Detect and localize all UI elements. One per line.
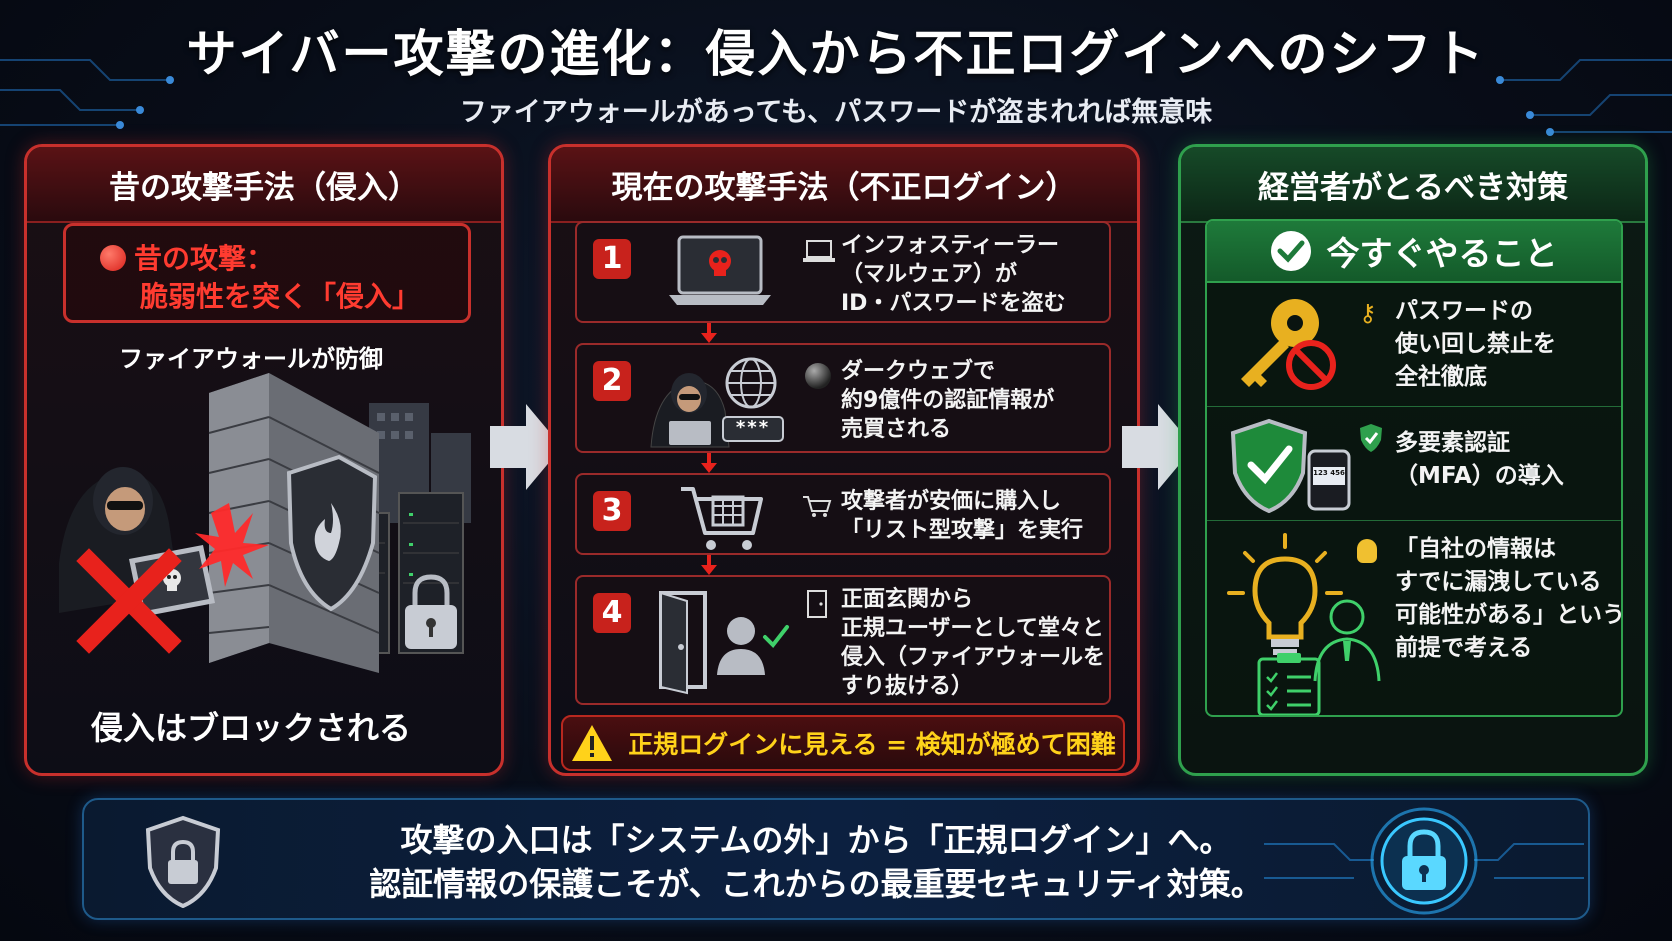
step-1-line-1: インフォスティーラー xyxy=(841,233,1060,258)
laptop-icon xyxy=(803,240,835,262)
countermeasure-panel: 経営者がとるべき対策 今すぐやること ⚷ パスワードの 使い回し禁止を 全社徹底 xyxy=(1178,144,1648,776)
measure-1-line-1: パスワードの xyxy=(1395,298,1533,324)
step-2-line-2: 約9億件の認証情報が xyxy=(841,388,1055,413)
step-4-line-2: 正規ユーザーとして堂々と xyxy=(841,616,1104,641)
impact-burst-icon xyxy=(195,503,269,587)
attack-step-4: 4 正面玄関から 正規ユーザーとして堂々と 侵入（ファイアウォールを すり抜ける… xyxy=(575,575,1111,705)
phone-code: 123 456 xyxy=(1313,469,1345,477)
old-attack-callout-line2: 脆弱性を突く「侵入」 xyxy=(140,280,421,313)
glowing-lock-icon xyxy=(1264,807,1584,915)
measure-assume-breach: 「自社の情報は すでに漏洩している 可能性がある」という 前提で考える xyxy=(1207,521,1623,715)
step-2-line-1: ダークウェブで xyxy=(841,359,996,384)
step-1-line-2: （マルウェア）が xyxy=(841,262,1018,287)
immediate-actions-box: 今すぐやること ⚷ パスワードの 使い回し禁止を 全社徹底 xyxy=(1205,219,1623,717)
small-key-icon: ⚷ xyxy=(1359,299,1377,327)
attack-step-2: 2 *** ダークウェブで 約9億件の認証情報が 売買される xyxy=(575,343,1111,453)
step-4-line-3: 侵入（ファイアウォールを xyxy=(841,645,1106,670)
step-3-line-2: 「リスト型攻撃」を実行 xyxy=(841,518,1084,543)
measure-3-line-2: すでに漏洩している xyxy=(1395,569,1602,595)
conclusion-banner: 攻撃の入口は「システムの外」から「正規ログイン」へ。 認証情報の保護こそが、これ… xyxy=(82,798,1590,920)
step-3-line-1: 攻撃者が安価に購入し xyxy=(841,489,1062,514)
current-attack-panel-title: 現在の攻撃手法（不正ログイン） xyxy=(551,147,1137,223)
down-arrow-icon xyxy=(701,323,717,343)
shopping-cart-icon xyxy=(681,487,763,550)
firewall-label: ファイアウォールが防御 xyxy=(119,345,383,373)
down-arrow-icon xyxy=(701,453,717,473)
countermeasure-panel-title: 経営者がとるべき対策 xyxy=(1181,147,1645,223)
down-arrow-icon xyxy=(701,555,717,575)
warning-icon xyxy=(572,725,613,761)
shield-check-icon xyxy=(1230,418,1351,514)
measure-2-line-1: 多要素認証 xyxy=(1395,430,1510,456)
cart-small-icon xyxy=(803,496,832,517)
firewall-illustration xyxy=(59,373,471,673)
step-number: 4 xyxy=(593,593,631,633)
password-mask: *** xyxy=(735,417,771,438)
measure-mfa: 123 456 多要素認証 （MFA）の導入 xyxy=(1207,407,1621,521)
small-shield-check-icon xyxy=(1360,424,1382,452)
red-dot-icon xyxy=(100,245,126,271)
page-subtitle: ファイアウォールがあっても、パスワードが盗まれれば無意味 xyxy=(459,97,1213,128)
step-4-line-1: 正面玄関から xyxy=(841,587,974,612)
immediate-actions-title: 今すぐやること xyxy=(1326,234,1558,273)
old-attack-panel-title: 昔の攻撃手法（侵入） xyxy=(27,147,501,223)
step-number: 2 xyxy=(593,361,631,401)
attack-step-3: 3 攻撃者が安価に購入し 「リスト型攻撃」を実行 xyxy=(575,473,1111,555)
blocked-x-icon xyxy=(76,548,182,654)
measure-1-line-3: 全社徹底 xyxy=(1395,364,1487,390)
step-2-line-3: 売買される xyxy=(841,417,952,442)
measure-password-reuse: ⚷ パスワードの 使い回し禁止を 全社徹底 xyxy=(1207,283,1621,407)
current-attack-panel: 現在の攻撃手法（不正ログイン） 1 インフォスティーラー （マルウェア）が ID… xyxy=(548,144,1140,776)
measure-3-line-3: 可能性がある」という xyxy=(1395,602,1623,628)
padlock-icon xyxy=(405,574,457,649)
dark-sphere-icon xyxy=(805,363,831,389)
measure-3-line-1: 「自社の情報は xyxy=(1395,536,1556,562)
measure-1-line-2: 使い回し禁止を xyxy=(1395,331,1556,357)
step-1-line-3: ID・パスワードを盗む xyxy=(841,291,1066,316)
step-number: 3 xyxy=(593,491,631,531)
old-attack-callout-line1: 昔の攻撃： xyxy=(134,242,275,275)
firewall-shield-icon xyxy=(286,454,378,612)
blocked-label: 侵入はブロックされる xyxy=(91,709,412,747)
small-lightbulb-icon xyxy=(1357,539,1377,563)
measure-3-line-4: 前提で考える xyxy=(1395,635,1533,661)
right-arrow-icon xyxy=(490,404,562,490)
door-user-icon xyxy=(659,591,789,695)
conclusion-line-2: 認証情報の保護こそが、これからの最重要セキュリティ対策。 xyxy=(369,865,1263,903)
shield-lock-icon xyxy=(145,815,221,908)
laptop-skull-icon xyxy=(669,235,771,305)
check-circle-icon xyxy=(1270,231,1311,271)
step-number: 1 xyxy=(593,239,631,279)
step-4-line-4: すり抜ける） xyxy=(841,674,974,699)
measure-2-line-2: （MFA）の導入 xyxy=(1395,463,1564,489)
conclusion-line-1: 攻撃の入口は「システムの外」から「正規ログイン」へ。 xyxy=(400,821,1232,859)
old-attack-callout: 昔の攻撃： 脆弱性を突く「侵入」 xyxy=(63,223,471,323)
right-arrow-icon xyxy=(1122,404,1194,490)
door-small-icon xyxy=(807,590,827,618)
lightbulb-icon xyxy=(1227,533,1381,715)
detection-warning-bar: 正規ログインに見える = 検知が極めて困難 xyxy=(561,715,1125,771)
hacker-globe-icon xyxy=(650,357,784,448)
page-title: サイバー攻撃の進化：侵入から不正ログインへのシフト xyxy=(186,25,1486,83)
key-icon xyxy=(1241,299,1336,390)
old-attack-panel: 昔の攻撃手法（侵入） 昔の攻撃： 脆弱性を突く「侵入」 ファイアウォールが防御 xyxy=(24,144,504,776)
attack-step-1: 1 インフォスティーラー （マルウェア）が ID・パスワードを盗む xyxy=(575,221,1111,323)
detection-warning-text: 正規ログインに見える = 検知が極めて困難 xyxy=(628,730,1116,759)
